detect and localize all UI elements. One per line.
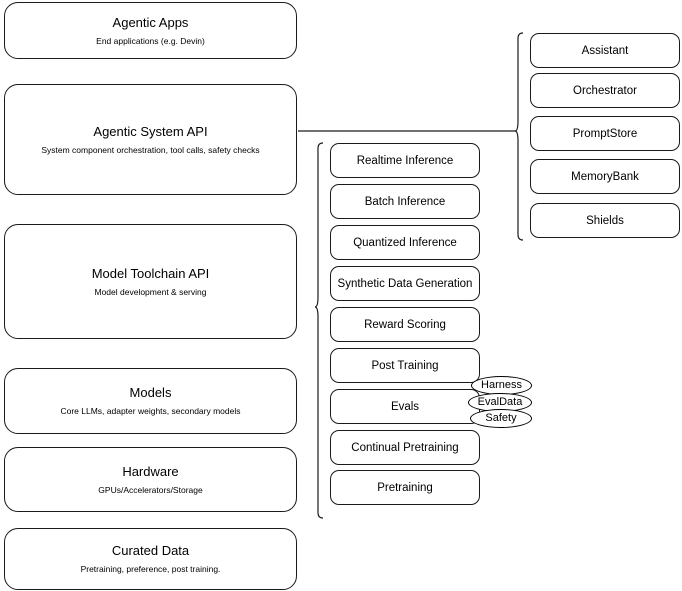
layer-title: Model Toolchain API <box>91 265 210 281</box>
evals-tag-safety[interactable]: Safety <box>470 409 532 428</box>
layer-subtitle: End applications (e.g. Devin) <box>96 35 205 46</box>
layer-title: Agentic System API <box>93 123 208 139</box>
component-orchestrator[interactable]: Orchestrator <box>530 73 680 108</box>
component-promptstore[interactable]: PromptStore <box>530 116 680 151</box>
capability-reward-scoring[interactable]: Reward Scoring <box>330 307 480 342</box>
layer-agentic-system-api[interactable]: Agentic System API System component orch… <box>4 84 297 195</box>
layer-agentic-apps[interactable]: Agentic Apps End applications (e.g. Devi… <box>4 2 297 59</box>
layer-title: Hardware <box>122 463 179 479</box>
capability-post-training[interactable]: Post Training <box>330 348 480 383</box>
bracket-toolchain-capabilities <box>314 142 324 519</box>
capability-evals[interactable]: Evals <box>330 389 480 424</box>
capability-realtime-inference[interactable]: Realtime Inference <box>330 143 480 178</box>
capability-continual-pretraining[interactable]: Continual Pretraining <box>330 430 480 465</box>
layer-title: Models <box>129 385 172 400</box>
capability-batch-inference[interactable]: Batch Inference <box>330 184 480 219</box>
layer-subtitle: GPUs/Accelerators/Storage <box>98 484 203 495</box>
layer-curated-data[interactable]: Curated Data Pretraining, preference, po… <box>4 528 297 590</box>
capability-pretraining[interactable]: Pretraining <box>330 470 480 505</box>
bracket-system-components <box>514 32 524 241</box>
layer-subtitle: Pretraining, preference, post training. <box>80 564 221 574</box>
capability-synthetic-data-generation[interactable]: Synthetic Data Generation <box>330 266 480 301</box>
layer-hardware[interactable]: Hardware GPUs/Accelerators/Storage <box>4 447 297 512</box>
component-memorybank[interactable]: MemoryBank <box>530 159 680 194</box>
layer-subtitle: Model development & serving <box>94 286 207 297</box>
layer-subtitle: System component orchestration, tool cal… <box>41 144 260 155</box>
component-shields[interactable]: Shields <box>530 203 680 238</box>
layer-subtitle: Core LLMs, adapter weights, secondary mo… <box>60 406 241 416</box>
layer-models[interactable]: Models Core LLMs, adapter weights, secon… <box>4 368 297 434</box>
layer-model-toolchain-api[interactable]: Model Toolchain API Model development & … <box>4 224 297 339</box>
layer-title: Curated Data <box>111 543 190 558</box>
capability-quantized-inference[interactable]: Quantized Inference <box>330 225 480 260</box>
component-assistant[interactable]: Assistant <box>530 33 680 68</box>
layer-title: Agentic Apps <box>112 14 189 30</box>
